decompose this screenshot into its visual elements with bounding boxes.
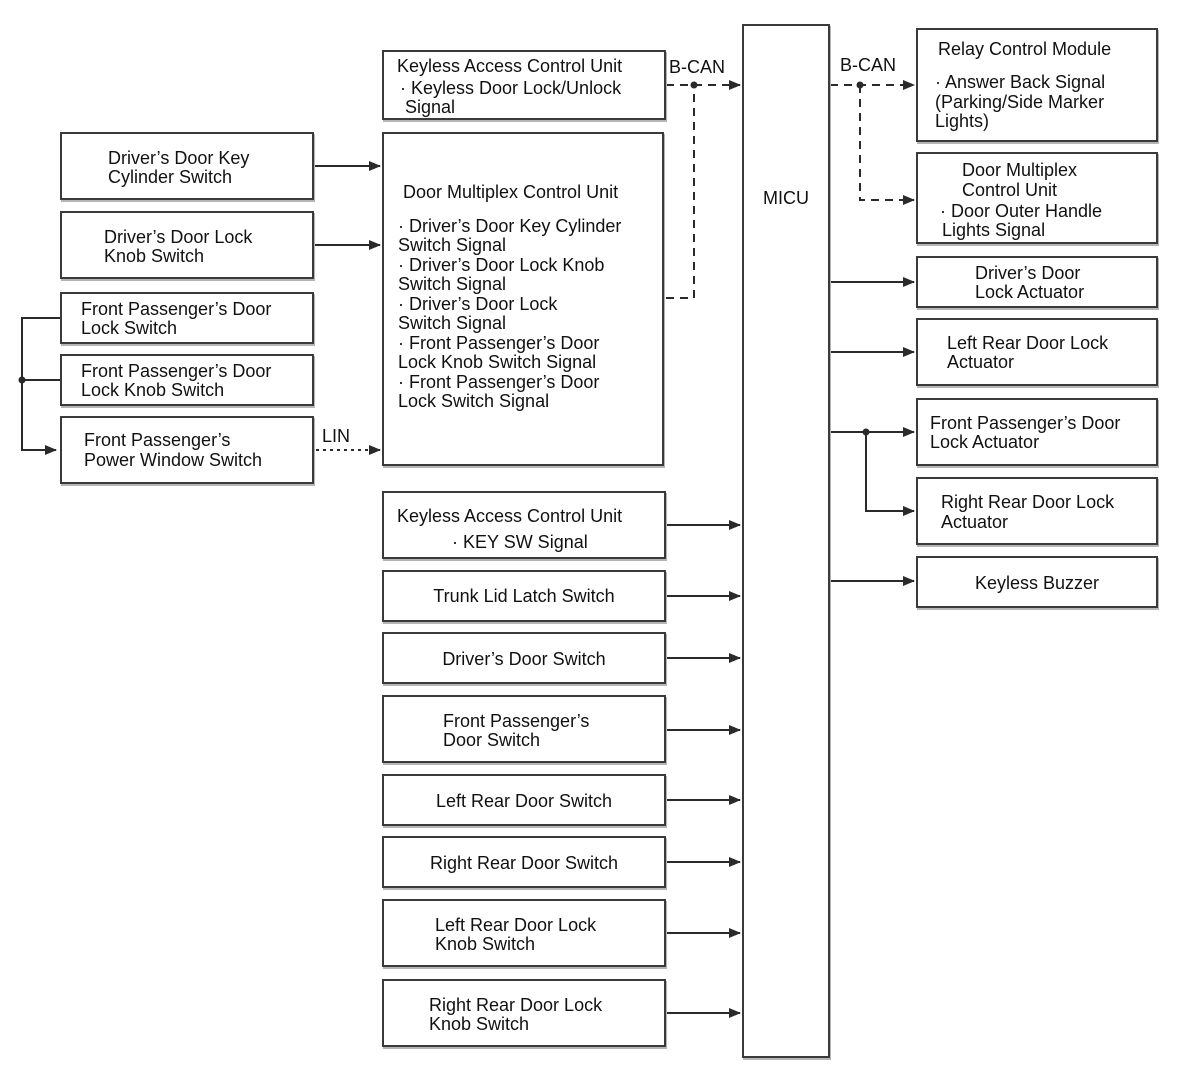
front-passengers-door-lock-knob-switch: Front Passenger’s Door Lock Knob Switch — [60, 354, 314, 406]
door-multiplex-control-unit-right: Door Multiplex Control Unit · Door Outer… — [916, 152, 1158, 244]
line-passenger-bus — [21, 317, 60, 455]
left-rear-door-lock-knob-switch: Left Rear Door Lock Knob Switch — [382, 899, 666, 967]
left-rear-door-lock-actuator: Left Rear Door Lock Actuator — [916, 318, 1158, 386]
junction-actuators — [862, 428, 870, 436]
front-passengers-door-switch: Front Passenger’s Door Switch — [382, 695, 666, 763]
micu-box: MICU — [742, 24, 830, 1058]
line-bcan-multiplex — [666, 85, 695, 299]
relay-control-module: Relay Control Module · Answer Back Signa… — [916, 28, 1158, 142]
keyless-access-control-unit-top: Keyless Access Control Unit · Keyless Do… — [382, 50, 666, 120]
micu-label: MICU — [763, 188, 809, 208]
right-rear-door-lock-actuator: Right Rear Door Lock Actuator — [916, 477, 1158, 545]
front-passengers-power-window-switch: Front Passenger’s Power Window Switch — [60, 416, 314, 484]
drivers-door-lock-actuator: Driver’s Door Lock Actuator — [916, 256, 1158, 308]
door-multiplex-control-unit: Door Multiplex Control Unit · Driver’s D… — [382, 132, 664, 466]
front-passengers-door-lock-switch: Front Passenger’s Door Lock Switch — [60, 292, 314, 344]
bcan-label-right: B-CAN — [840, 55, 897, 75]
junction-bcan-left — [690, 81, 698, 89]
right-rear-door-switch: Right Rear Door Switch — [382, 836, 666, 888]
bcan-label-left: B-CAN — [669, 57, 726, 77]
front-passengers-door-lock-actuator: Front Passenger’s Door Lock Actuator — [916, 398, 1158, 466]
drivers-door-key-cylinder-switch: Driver’s Door Key Cylinder Switch — [60, 132, 314, 200]
line-right-rear-actuator — [865, 432, 915, 516]
keyless-buzzer: Keyless Buzzer — [916, 556, 1158, 608]
trunk-lid-latch-switch: Trunk Lid Latch Switch — [382, 570, 666, 622]
lin-label: LIN — [322, 426, 351, 446]
left-rear-door-switch: Left Rear Door Switch — [382, 774, 666, 826]
keyless-access-control-unit-key-sw: Keyless Access Control Unit · KEY SW Sig… — [382, 491, 666, 559]
junction-bcan-right — [856, 81, 864, 89]
right-rear-door-lock-knob-switch: Right Rear Door Lock Knob Switch — [382, 979, 666, 1047]
drivers-door-switch: Driver’s Door Switch — [382, 632, 666, 684]
junction-passenger — [18, 376, 26, 384]
drivers-door-lock-knob-switch: Driver’s Door Lock Knob Switch — [60, 211, 314, 279]
line-bcan-door-multiplex — [859, 85, 915, 205]
